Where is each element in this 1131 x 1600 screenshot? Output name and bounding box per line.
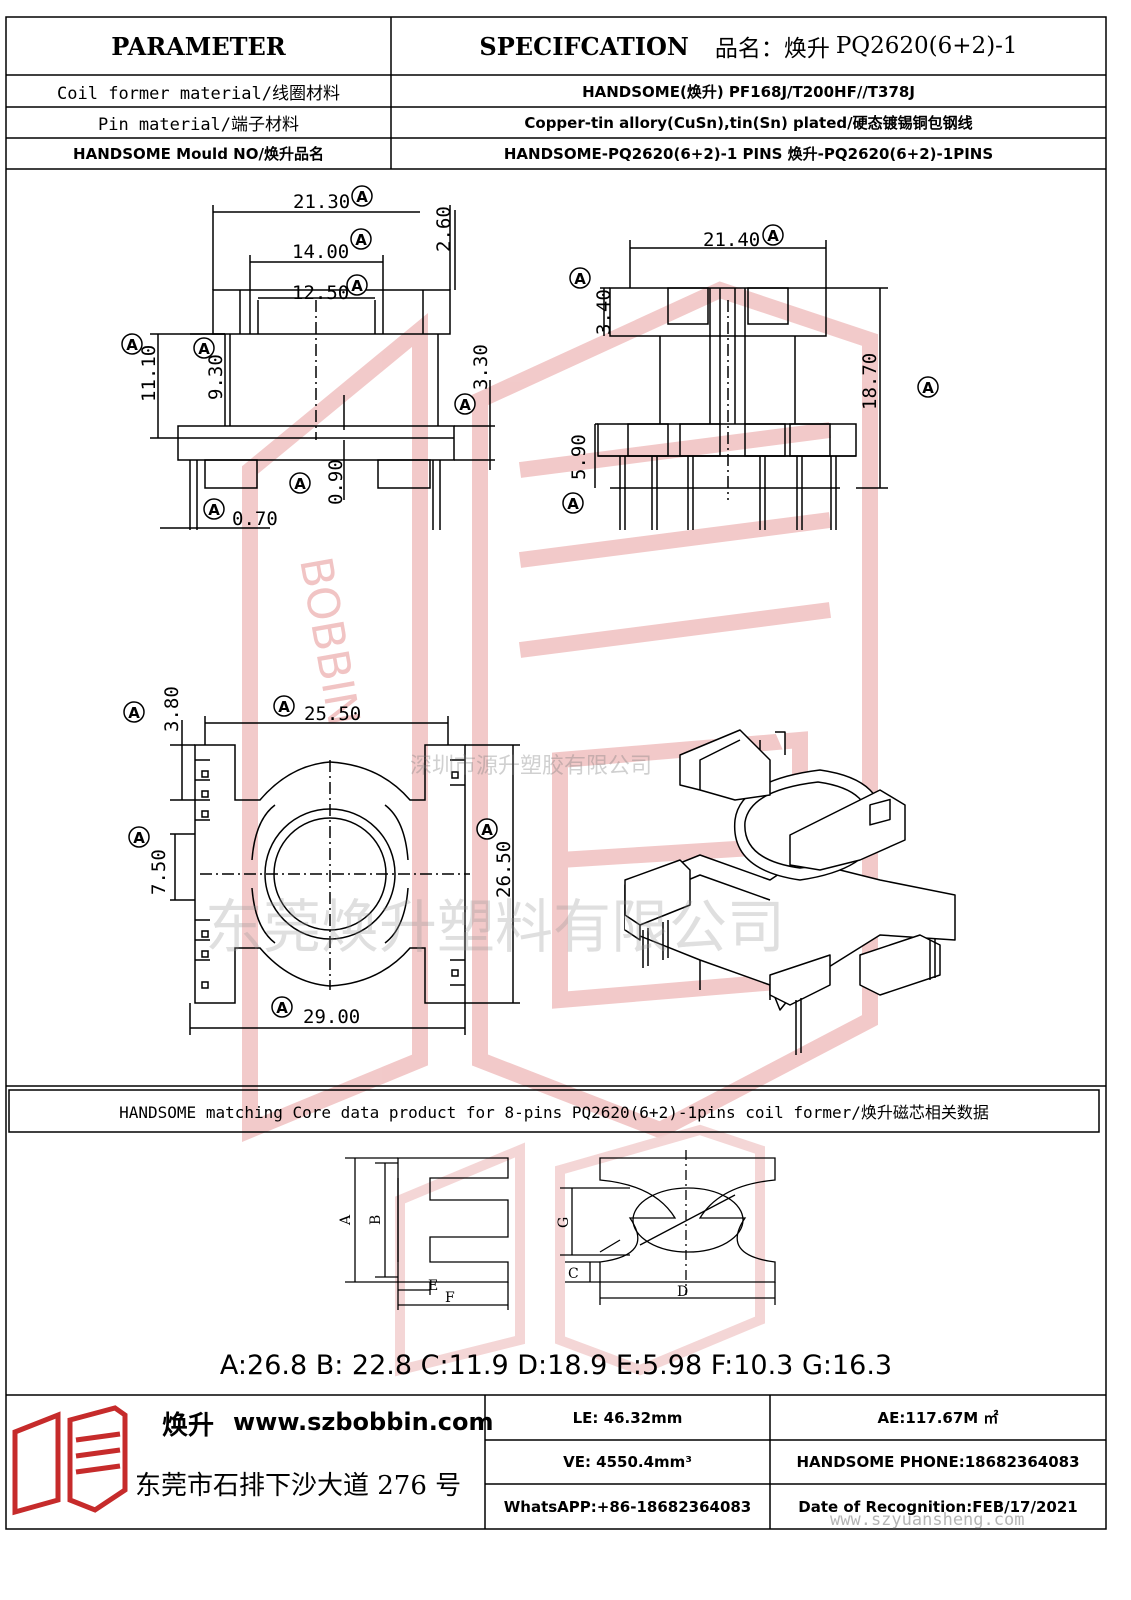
dim-2650: 26.50	[493, 841, 515, 898]
ae-value: AE:117.67M ㎡	[877, 1409, 999, 1427]
specification-header: SPECIFCATION 品名：焕升 PQ2620(6+2)-1	[391, 17, 1106, 75]
dim-590: 5.90	[568, 434, 590, 480]
watermark-url: www.szyuansheng.com	[830, 1510, 1025, 1530]
dim-2140: 21.40	[703, 229, 760, 251]
front-view	[150, 205, 495, 530]
bottom-view-dims: 25.50 3.80 7.50 26.50 29.00	[148, 686, 515, 1028]
dim-070: 0.70	[232, 508, 278, 530]
recognition-date: Date of Recognition:FEB/17/2021	[798, 1497, 1078, 1516]
core-label-b: B	[368, 1215, 384, 1225]
dim-750: 7.50	[148, 849, 170, 895]
core-label-a: A	[338, 1214, 354, 1226]
bottom-view	[170, 716, 520, 1035]
dim-380: 3.80	[161, 686, 183, 732]
footer-brand: 焕升	[162, 1411, 215, 1441]
dim-930: 9.30	[205, 354, 227, 400]
coil-material-label: Coil former material/线圈材料	[57, 83, 340, 104]
dim-340: 3.40	[593, 289, 615, 335]
product-model: PQ2620(6+2)-1	[835, 33, 1018, 59]
footer-address: 东莞市石排下沙大道 276 号	[135, 1471, 462, 1501]
mould-no-label: HANDSOME Mould NO/焕升品名	[73, 145, 324, 163]
le-value: LE: 46.32mm	[572, 1408, 683, 1427]
core-label-d: D	[677, 1284, 688, 1300]
side-view	[594, 240, 888, 530]
core-label-c: C	[568, 1266, 579, 1282]
product-name-label: 品名：焕升	[714, 36, 830, 62]
dim-260: 2.60	[433, 206, 455, 252]
phone-value: HANDSOME PHONE:18682364083	[796, 1453, 1080, 1471]
coil-material-value: HANDSOME(焕升) PF168J/T200HF//T378J	[582, 82, 915, 101]
dim-2130: 21.30	[293, 191, 350, 213]
watermark-company-small: 深圳市源升塑胶有限公司	[410, 754, 653, 779]
specification-label: SPECIFCATION	[479, 31, 689, 61]
core-drawing	[345, 1150, 776, 1310]
core-label-f: F	[445, 1290, 455, 1306]
dim-330: 3.30	[470, 344, 492, 390]
dim-1250: 12.50	[292, 282, 349, 304]
core-caption: HANDSOME matching Core data product for …	[119, 1103, 989, 1122]
dim-090: 0.90	[325, 459, 347, 505]
footer-website[interactable]: www.szbobbin.com	[233, 1408, 494, 1436]
core-label-e: E	[428, 1278, 438, 1294]
dim-1870: 18.70	[859, 353, 881, 410]
side-view-dims: 21.40 3.40 18.70 5.90	[568, 229, 881, 480]
watermark-company-large: 东莞焕升塑料有限公司	[205, 893, 786, 961]
core-label-g: G	[556, 1217, 572, 1228]
dim-1400: 14.00	[292, 241, 349, 263]
core-labels: A B E F G C D	[338, 1214, 688, 1306]
dim-2550: 25.50	[304, 703, 361, 725]
core-values: A:26.8 B: 22.8 C:11.9 D:18.9 E:5.98 F:10…	[219, 1349, 893, 1381]
parameter-header: PARAMETER	[111, 31, 286, 61]
mould-no-value: HANDSOME-PQ2620(6+2)-1 PINS 焕升-PQ2620(6+…	[503, 145, 994, 163]
pin-material-value: Copper-tin allory(CuSn),tin(Sn) plated/硬…	[524, 114, 973, 132]
front-view-dims: 21.30 14.00 12.50 2.60 11.10 9.30 3.30 0…	[138, 191, 492, 530]
ve-value: VE: 4550.4mm³	[563, 1453, 692, 1471]
dim-2900: 29.00	[303, 1006, 360, 1028]
dim-1110: 11.10	[138, 345, 160, 402]
isometric-view	[624, 729, 956, 1055]
whatsapp-value: WhatsAPP:+86-18682364083	[503, 1497, 752, 1516]
pin-material-label: Pin material/端子材料	[97, 115, 300, 135]
